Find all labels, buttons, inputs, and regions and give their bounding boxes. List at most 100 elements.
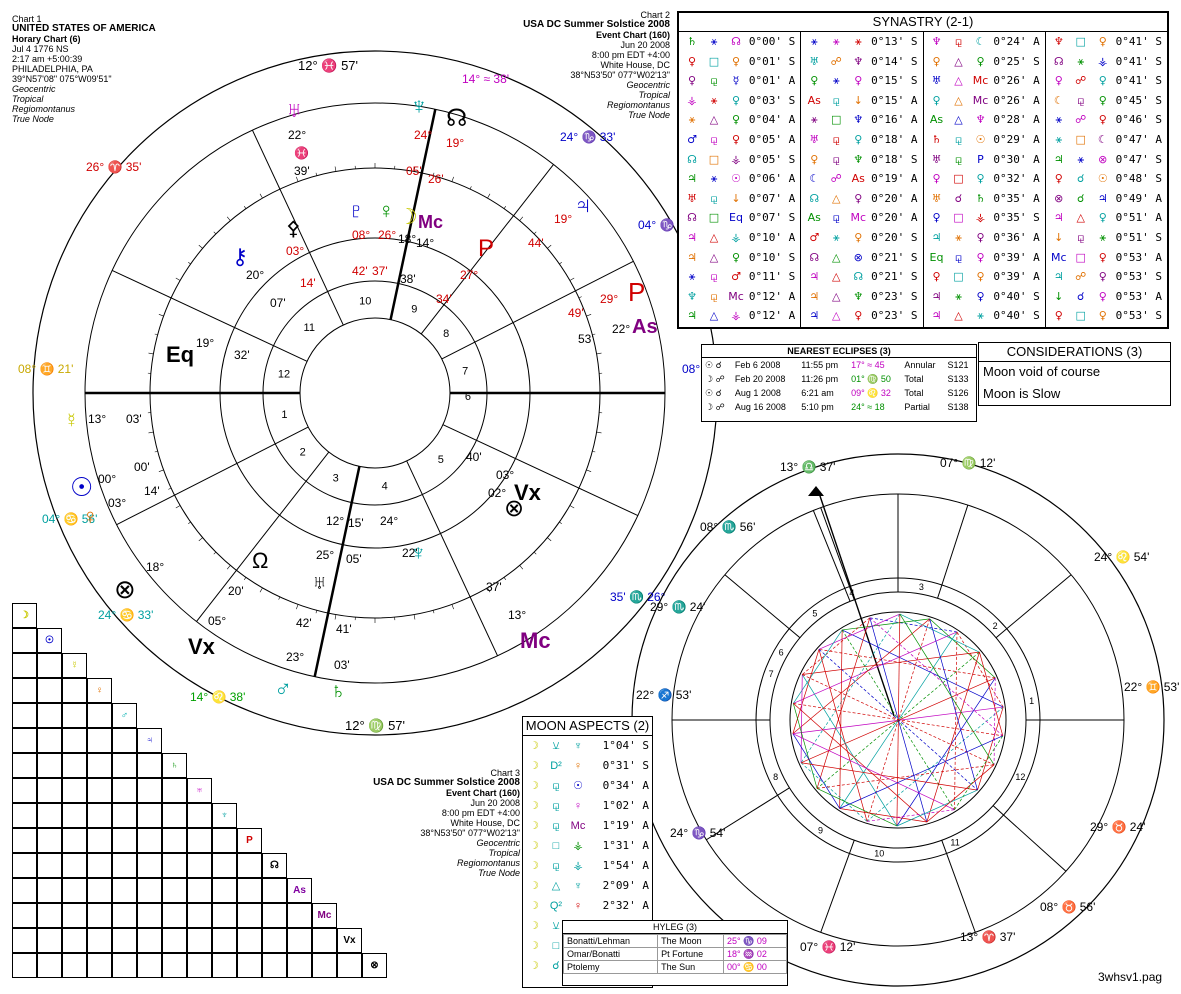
aspect-glyph: ♀	[976, 250, 985, 264]
degree-tick	[451, 176, 454, 182]
aspect-line	[866, 706, 1004, 822]
aspectarian-cell	[87, 828, 112, 853]
aspect-glyph: ♀	[854, 191, 863, 205]
chart2-line: True Node	[628, 110, 670, 120]
aspectarian-cell	[87, 878, 112, 903]
aspect-glyph: As	[929, 113, 944, 127]
aspect-glyph: Mc	[570, 820, 586, 832]
aspect-orb: 0°20' A	[871, 211, 918, 225]
aspect-glyph: ⚹	[1055, 132, 1063, 146]
synastry-row: ↓☌♀0°53' A	[1046, 287, 1167, 307]
aspect-glyph: ⚺	[552, 740, 560, 752]
aspect-orb: 0°25' S	[993, 54, 1040, 68]
aspectarian-cell	[37, 803, 62, 828]
synastry-row: ⚹☍♀0°46' S	[1046, 110, 1167, 130]
house-number: 8	[443, 328, 449, 340]
moon-aspect-row: ☽⚺	[523, 916, 652, 936]
aspectarian-cell	[12, 628, 37, 653]
eclipse-cell: Feb 6 2008	[734, 360, 781, 370]
aspect-glyph: ⚼	[954, 132, 963, 146]
degree-tick	[154, 333, 158, 336]
aspectarian-cell	[12, 853, 37, 878]
synastry-row: ♃△♀0°23' S	[801, 306, 922, 326]
aspect-orb: 0°01' A	[748, 74, 796, 88]
aspectarian-cell	[37, 878, 62, 903]
aspect-glyph: ♆	[853, 113, 864, 127]
aspectarian-cell	[37, 903, 62, 928]
aspectarian-planet-cell: ♃	[137, 728, 162, 753]
aspectarian-cell	[212, 928, 237, 953]
aspect-glyph: ⚹	[1077, 54, 1085, 68]
synastry-row: ♆□♀0°41' S	[1046, 32, 1167, 52]
degree-tick	[188, 261, 191, 265]
moon-aspect-row: ☽D²♀0°31' S	[523, 756, 652, 776]
synastry-row: ♃△♀0°51' A	[1046, 208, 1167, 228]
aspect-glyph: ☽	[529, 860, 539, 872]
synastry-row: ⚹□☾0°47' A	[1046, 130, 1167, 150]
aspectarian-cell	[62, 903, 87, 928]
degree-tick	[487, 193, 491, 199]
synastry-row: ♃△⚶0°12' A	[679, 306, 800, 326]
aspect-orb: 0°41' S	[1115, 54, 1162, 68]
synastry-row: ♀☍♀0°41' S	[1046, 71, 1167, 91]
aspect-glyph: ⚶	[573, 860, 583, 872]
aspect-glyph: □	[1075, 250, 1086, 264]
aspect-orb: 0°11' S	[748, 270, 796, 284]
synastry-row: ♃△♀0°10' S	[679, 248, 800, 268]
aspectarian-cell	[187, 878, 212, 903]
eclipse-cell: Aug 16 2008	[734, 402, 786, 412]
aspect-glyph: ⚺	[552, 920, 560, 932]
synastry-row: ♅☍♆0°14' S	[801, 52, 922, 72]
aspectarian-cell	[37, 728, 62, 753]
aspect-glyph: ☉	[975, 132, 986, 146]
cusp-line	[992, 805, 1067, 872]
aspect-orb: 0°39' A	[993, 270, 1040, 284]
eclipse-cell: 6:21 am	[801, 388, 834, 398]
aspect-glyph: ⚹	[854, 35, 862, 48]
aspect-orb: 1°31' A	[602, 839, 649, 852]
aspect-glyph: □	[552, 940, 560, 952]
aspect-glyph: ⊗	[1054, 191, 1064, 205]
aspect-line	[896, 677, 996, 827]
aspectarian-cell	[62, 828, 87, 853]
aspect-glyph: ♃	[687, 309, 697, 323]
aspectarian-cell	[337, 953, 362, 978]
aspect-glyph: □	[831, 113, 842, 127]
aspect-orb: 0°23' S	[871, 289, 918, 303]
chart1-line: Jul 4 1776 NS	[12, 44, 69, 54]
aspectarian-cell	[162, 878, 187, 903]
aspect-glyph: ⊗	[1098, 152, 1108, 166]
synastry-row: ♄⚼☉0°29' A	[924, 130, 1045, 150]
aspect-glyph: ⚼	[552, 820, 560, 832]
aspect-glyph: ♆	[853, 54, 864, 68]
aspectarian-cell	[62, 928, 87, 953]
aspect-glyph: ☌	[1077, 172, 1085, 186]
moon-aspect-row: ☽⚺♆1°04' S	[523, 736, 652, 756]
synastry-row: Mc□♀0°53' A	[1046, 248, 1167, 268]
eclipse-cell: Feb 20 2008	[734, 374, 786, 384]
aspect-glyph: ♀	[854, 132, 863, 146]
chart2-line: Regiomontanus	[606, 100, 670, 110]
aspect-glyph: ☍	[830, 54, 842, 68]
degree-tick	[315, 610, 318, 614]
house-number: 10	[874, 849, 884, 859]
house-number: 2	[300, 447, 306, 459]
aspect-glyph: △	[1076, 211, 1085, 225]
cusp-line	[820, 507, 855, 600]
aspect-glyph: ☊	[853, 270, 864, 284]
synastry-row: Eq⚼♀0°39' A	[924, 248, 1045, 268]
aspect-glyph: ⚹	[955, 289, 962, 303]
aspectarian-cell	[12, 953, 37, 978]
aspect-glyph: ⚹	[688, 113, 696, 127]
aspect-glyph: △	[709, 113, 719, 127]
synastry-row: ♅⚼↓0°07' A	[679, 189, 800, 209]
degree-tick	[175, 505, 181, 509]
aspect-glyph: As	[807, 93, 821, 107]
aspectarian-planet-cell: ♀	[87, 678, 112, 703]
chart1-line: 2:17 am +5:00:39	[12, 54, 83, 64]
hyleg-cell: Bonatti/Lehman	[562, 934, 659, 948]
aspect-orb: 0°31' S	[602, 759, 649, 772]
